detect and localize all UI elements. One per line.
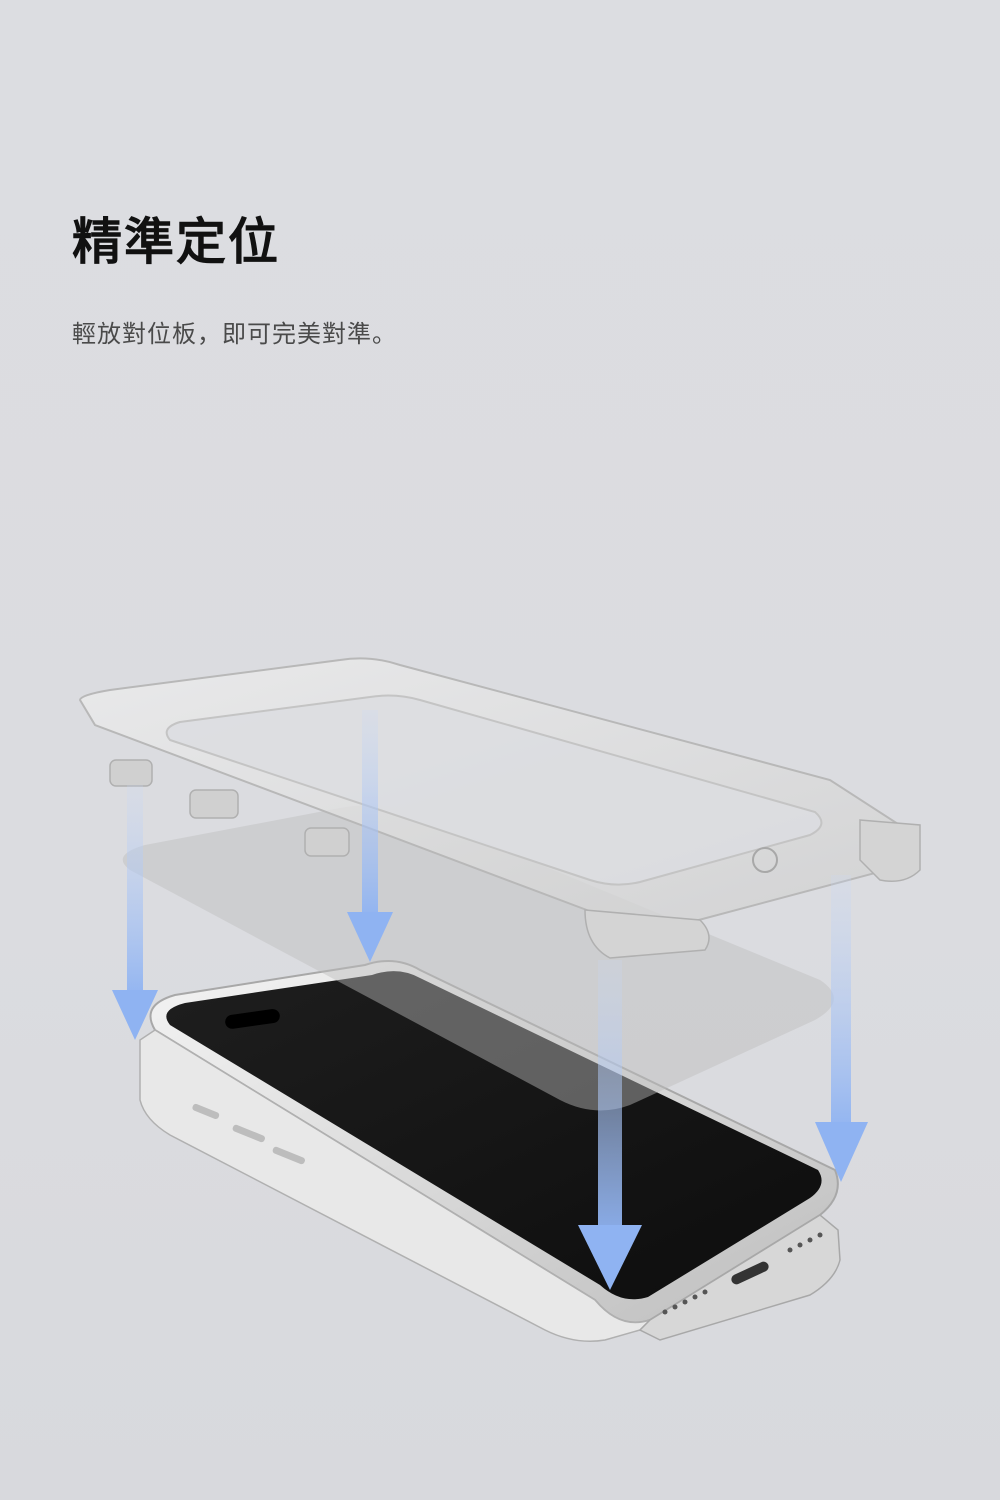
page-title: 精準定位 xyxy=(72,213,280,271)
alignment-frame xyxy=(78,657,921,959)
alignment-illustration xyxy=(78,657,921,1342)
down-arrow-icon xyxy=(815,875,868,1182)
feature-description: 輕放對位板，即可完美對準。 xyxy=(72,320,397,348)
screen-protector-film xyxy=(122,805,834,1111)
down-arrow-icon xyxy=(347,710,393,962)
smartphone xyxy=(139,960,841,1342)
down-arrow-icon xyxy=(112,785,158,1040)
down-arrow-icon xyxy=(578,960,642,1290)
